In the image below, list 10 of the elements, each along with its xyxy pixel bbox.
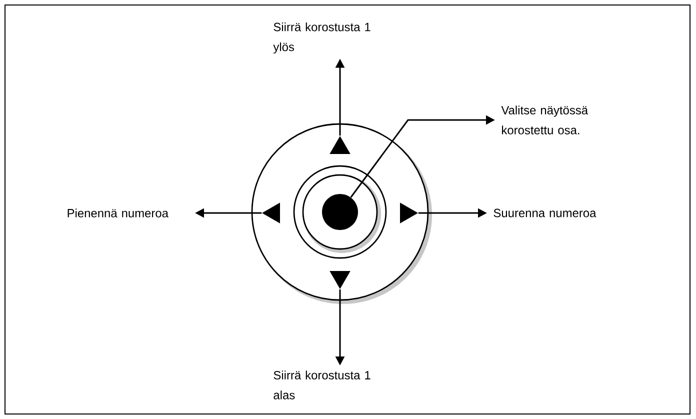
callout-text: Pienennä numeroa — [68, 208, 168, 218]
callout-text: Valitse näytössä korostettu osa. — [501, 106, 588, 134]
arrow-button — [330, 136, 350, 154]
callout-text: Siirrä korostusta 1 ylös — [273, 22, 370, 54]
callout-text: Siirrä korostusta 1 alas — [274, 370, 370, 400]
arrow-button — [330, 271, 350, 289]
callout-text: Suurenna numeroa — [494, 208, 596, 218]
arrow-button — [400, 202, 418, 224]
center-button — [322, 194, 358, 230]
arrow-button — [262, 202, 280, 224]
